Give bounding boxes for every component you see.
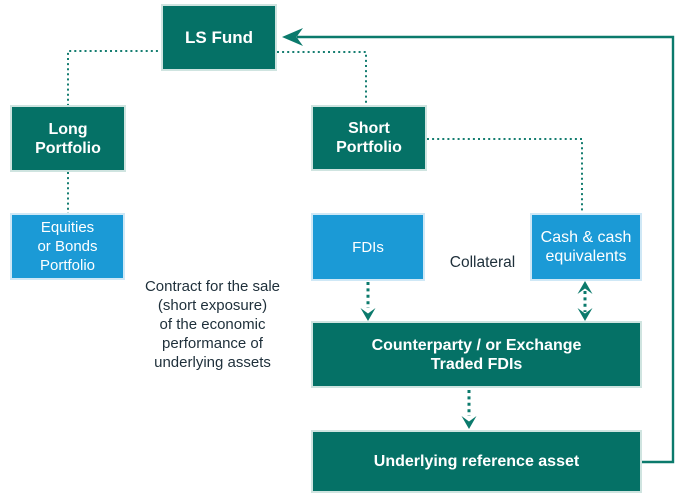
- node-long-portfolio-label-line2: Portfolio: [35, 139, 101, 157]
- node-cash-label-line1: Cash & cash: [540, 229, 632, 246]
- node-short-portfolio-label-line1: Short: [348, 120, 390, 137]
- node-equities-label-line1: Equities: [40, 219, 95, 236]
- node-counterparty-label-line1: Counterparty / or Exchange: [371, 336, 582, 354]
- contract-note-line4: performance of: [162, 335, 263, 352]
- node-cash-label-line2: equivalents: [545, 248, 627, 265]
- contract-note-line5: underlying assets: [154, 354, 271, 371]
- node-ls-fund: LS Fund: [163, 6, 275, 69]
- fdis-arrowhead-down-icon: [360, 308, 376, 321]
- node-underlying-label: Underlying reference asset: [373, 453, 580, 470]
- lsfund-to-short-dotted-line: [277, 51, 367, 106]
- node-long-portfolio-label-line1: Long: [48, 120, 88, 138]
- node-equities-label-line2: or Bonds: [37, 238, 98, 255]
- node-counterparty: Counterparty / or Exchange Traded FDIs: [313, 323, 640, 386]
- contract-note-line1: Contract for the sale: [144, 278, 281, 295]
- collateral-label: Collateral: [449, 254, 516, 271]
- lsfund-to-long-dotted-line: [67, 50, 163, 106]
- contract-note-line3: of the economic: [159, 316, 266, 333]
- short-to-cash-dotted-line: [427, 138, 583, 214]
- loop-arrowhead-left-icon: [282, 28, 303, 46]
- node-counterparty-label-line2: Traded FDIs: [430, 355, 523, 373]
- counterparty-arrowhead-down-icon: [577, 308, 593, 321]
- node-short-portfolio-label-line2: Portfolio: [336, 139, 402, 156]
- node-long-portfolio: Long Portfolio: [12, 107, 124, 170]
- node-short-portfolio: Short Portfolio: [313, 107, 425, 169]
- loop-underlying-to-lsfund-line: [297, 35, 675, 464]
- node-underlying-reference-asset: Underlying reference asset: [313, 432, 640, 491]
- contract-note: Contract for the sale (short exposure) o…: [125, 277, 300, 372]
- node-fdis: FDIs: [313, 215, 423, 279]
- underlying-arrowhead-down-icon: [461, 416, 477, 429]
- node-cash-equivalents: Cash & cash equivalents: [532, 215, 640, 279]
- cash-arrowhead-up-icon: [577, 281, 593, 294]
- node-equities-bonds-portfolio: Equities or Bonds Portfolio: [12, 215, 123, 278]
- node-ls-fund-label: LS Fund: [185, 28, 253, 47]
- node-equities-label-line3: Portfolio: [39, 257, 96, 274]
- node-fdis-label: FDIs: [352, 238, 384, 256]
- contract-note-line2: (short exposure): [157, 297, 268, 314]
